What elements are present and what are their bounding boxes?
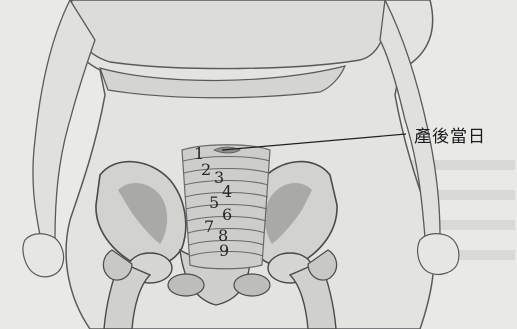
fundus-step-7: 7 [204,219,214,235]
right-hand [418,234,459,275]
fundus-step-9: 9 [219,243,229,259]
fundus-step-6: 6 [222,207,232,223]
callout-label-postpartum-day: 產後當日 [414,122,486,147]
shirt [71,0,387,69]
left-obturator [168,274,204,296]
fundus-step-5: 5 [209,195,219,211]
fundus-step-2: 2 [201,162,211,178]
fundus-step-4: 4 [222,184,232,200]
right-obturator [234,274,270,296]
